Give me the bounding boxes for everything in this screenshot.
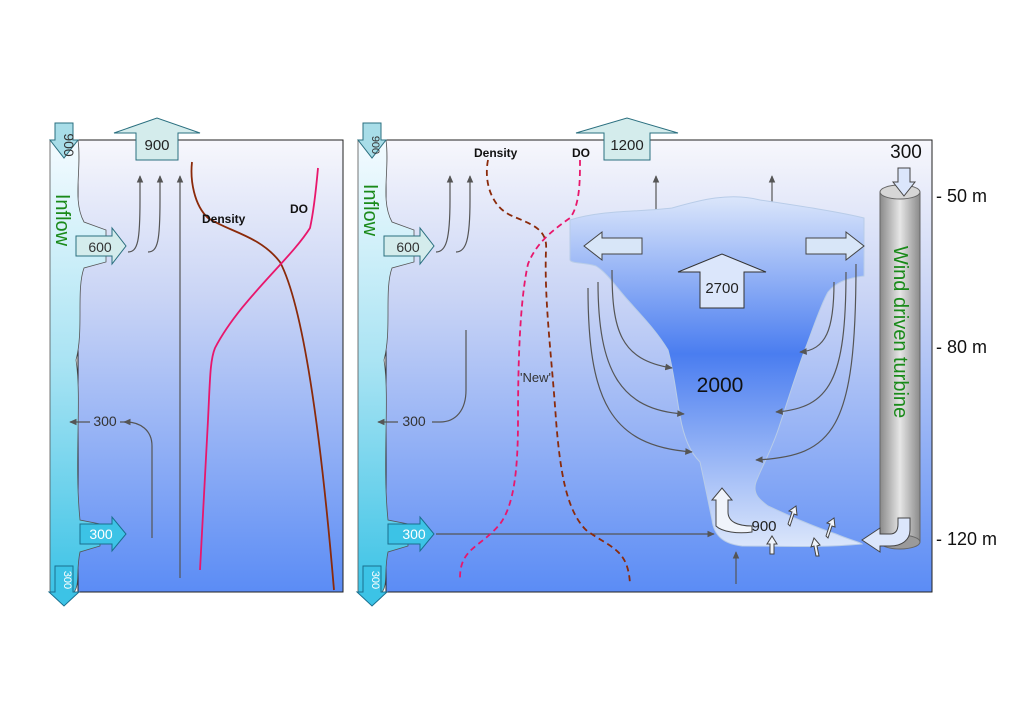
plume-spread-left-arrow xyxy=(583,230,643,262)
plume-up-arrow: 2700 xyxy=(677,253,767,309)
right-lateral-600-arrow: 600 xyxy=(383,226,435,266)
turbine-in-value: 300 xyxy=(890,142,922,163)
turbine-in-arrow: 300 xyxy=(890,142,922,197)
left-density-curve xyxy=(190,161,335,591)
right-inflow-label: Inflow xyxy=(359,184,381,237)
depth-marker-50: - 50 m xyxy=(936,186,987,206)
left-do-curve xyxy=(199,167,319,571)
left-inflow-label: Inflow xyxy=(51,194,73,247)
right-inflow-bottom-arrow: 300 xyxy=(355,565,389,607)
right-water-body xyxy=(385,139,933,593)
plume-bottom-curl-arrow: 900 xyxy=(710,487,777,535)
depth-markers: - 50 m - 80 m - 120 m xyxy=(936,186,997,549)
right-inflow-top-arrow: 900 xyxy=(356,122,388,159)
left-do-label: DO xyxy=(290,202,308,216)
right-inflow-top-value: 900 xyxy=(369,136,381,154)
left-lateral-300-out-value: 300 xyxy=(93,413,117,429)
left-outflow-top-value: 900 xyxy=(144,137,169,154)
right-lateral-300-in-value: 300 xyxy=(402,526,426,542)
left-lateral-300-in-value: 300 xyxy=(89,526,113,542)
left-lateral-300-out: 300 xyxy=(69,413,153,538)
right-outflow-top-arrow: 1200 xyxy=(575,117,679,161)
plume-entrainment-arrows xyxy=(587,263,857,464)
right-outflow-top-value: 1200 xyxy=(610,137,643,154)
right-new-label: 'New' xyxy=(520,370,551,385)
plume-bottom-value: 900 xyxy=(751,518,776,535)
left-lateral-300-in-arrow: 300 xyxy=(79,515,127,553)
right-upflow-arrows xyxy=(435,175,776,584)
plume xyxy=(569,196,865,547)
plume-up-value: 2700 xyxy=(705,280,738,297)
left-lateral-600-arrow: 600 xyxy=(75,226,127,266)
left-inflow-top-value: 900 xyxy=(61,133,77,157)
right-density-label: Density xyxy=(474,146,518,160)
left-inflow-bottom-value: 300 xyxy=(61,571,73,589)
right-do-curve xyxy=(459,159,581,579)
right-inflow-bottom-value: 300 xyxy=(369,571,381,589)
plume-bottom-small-arrows xyxy=(766,505,836,557)
left-inflow-top-arrow: 900 xyxy=(48,122,80,159)
right-lateral-300-in-arrow: 300 xyxy=(387,515,435,553)
depth-marker-80: - 80 m xyxy=(936,337,987,357)
left-inflow-bottom-arrow: 300 xyxy=(47,565,81,607)
plume-spread-right-arrow xyxy=(805,230,865,262)
left-outflow-top-arrow: 900 xyxy=(113,117,201,161)
right-lateral-300-out: 300 xyxy=(377,330,467,429)
plume-mid-value: 2000 xyxy=(697,374,744,397)
right-do-label: DO xyxy=(572,146,590,160)
left-lateral-600-value: 600 xyxy=(88,239,112,255)
turbine-label: Wind driven turbine xyxy=(889,246,911,418)
depth-marker-120: - 120 m xyxy=(936,529,997,549)
turbine: Wind driven turbine xyxy=(879,184,921,550)
left-density-label: Density xyxy=(202,212,246,226)
turbine-out-arrow xyxy=(861,517,911,553)
right-density-curve xyxy=(485,159,631,585)
right-lateral-300-out-value: 300 xyxy=(402,413,426,429)
left-panel: 900 300 Inflow 600 300 300 xyxy=(47,117,344,607)
right-panel: 900 300 Inflow 600 300 300 xyxy=(355,117,933,607)
left-upflow-arrows xyxy=(127,175,184,578)
right-lateral-600-value: 600 xyxy=(396,239,420,255)
